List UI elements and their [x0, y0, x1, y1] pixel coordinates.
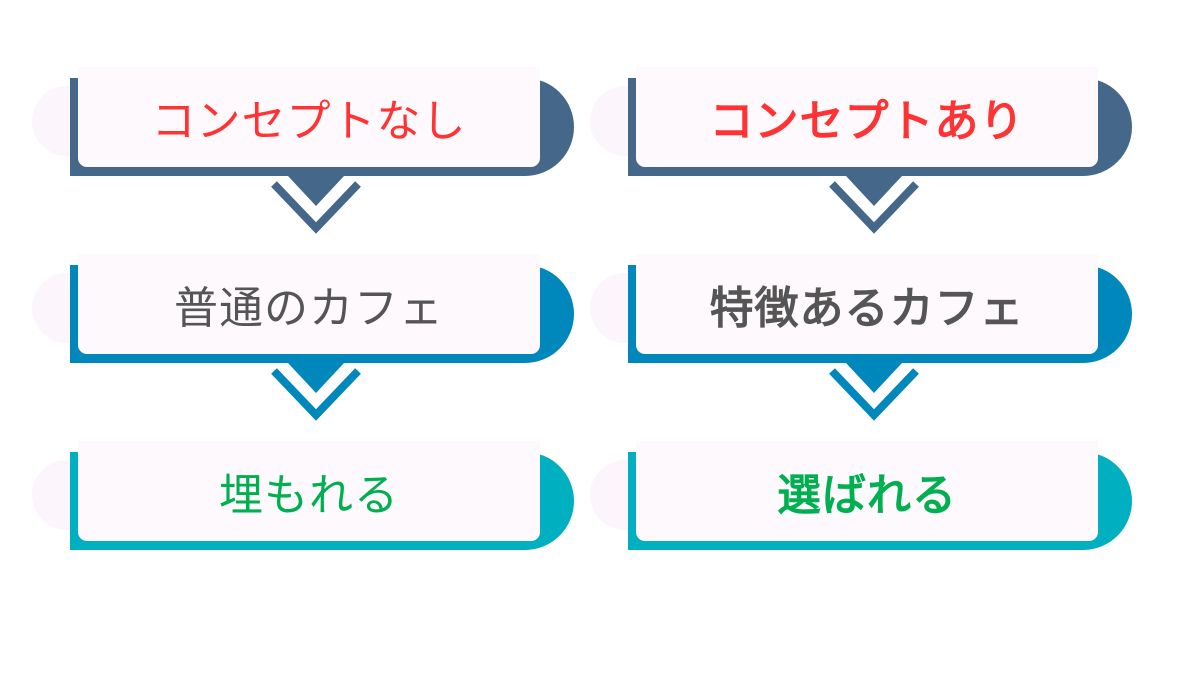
right-step-2: 特徴あるカフェ: [578, 247, 1138, 367]
step-label: 埋もれる: [78, 441, 540, 541]
step-label: コンセプトあり: [636, 67, 1098, 167]
step-label: 普通のカフェ: [78, 254, 540, 354]
chevron-down-icon: [829, 363, 919, 421]
step-label: 特徴あるカフェ: [636, 254, 1098, 354]
chevron-down-icon: [271, 363, 361, 421]
chevron-down-icon: [271, 176, 361, 234]
chevron-down-icon: [829, 176, 919, 234]
step-label: コンセプトなし: [78, 67, 540, 167]
left-step-3: 埋もれる: [20, 434, 580, 554]
right-step-3: 選ばれる: [578, 434, 1138, 554]
left-step-2: 普通のカフェ: [20, 247, 580, 367]
right-step-1: コンセプトあり: [578, 60, 1138, 180]
left-step-1: コンセプトなし: [20, 60, 580, 180]
step-label: 選ばれる: [636, 441, 1098, 541]
